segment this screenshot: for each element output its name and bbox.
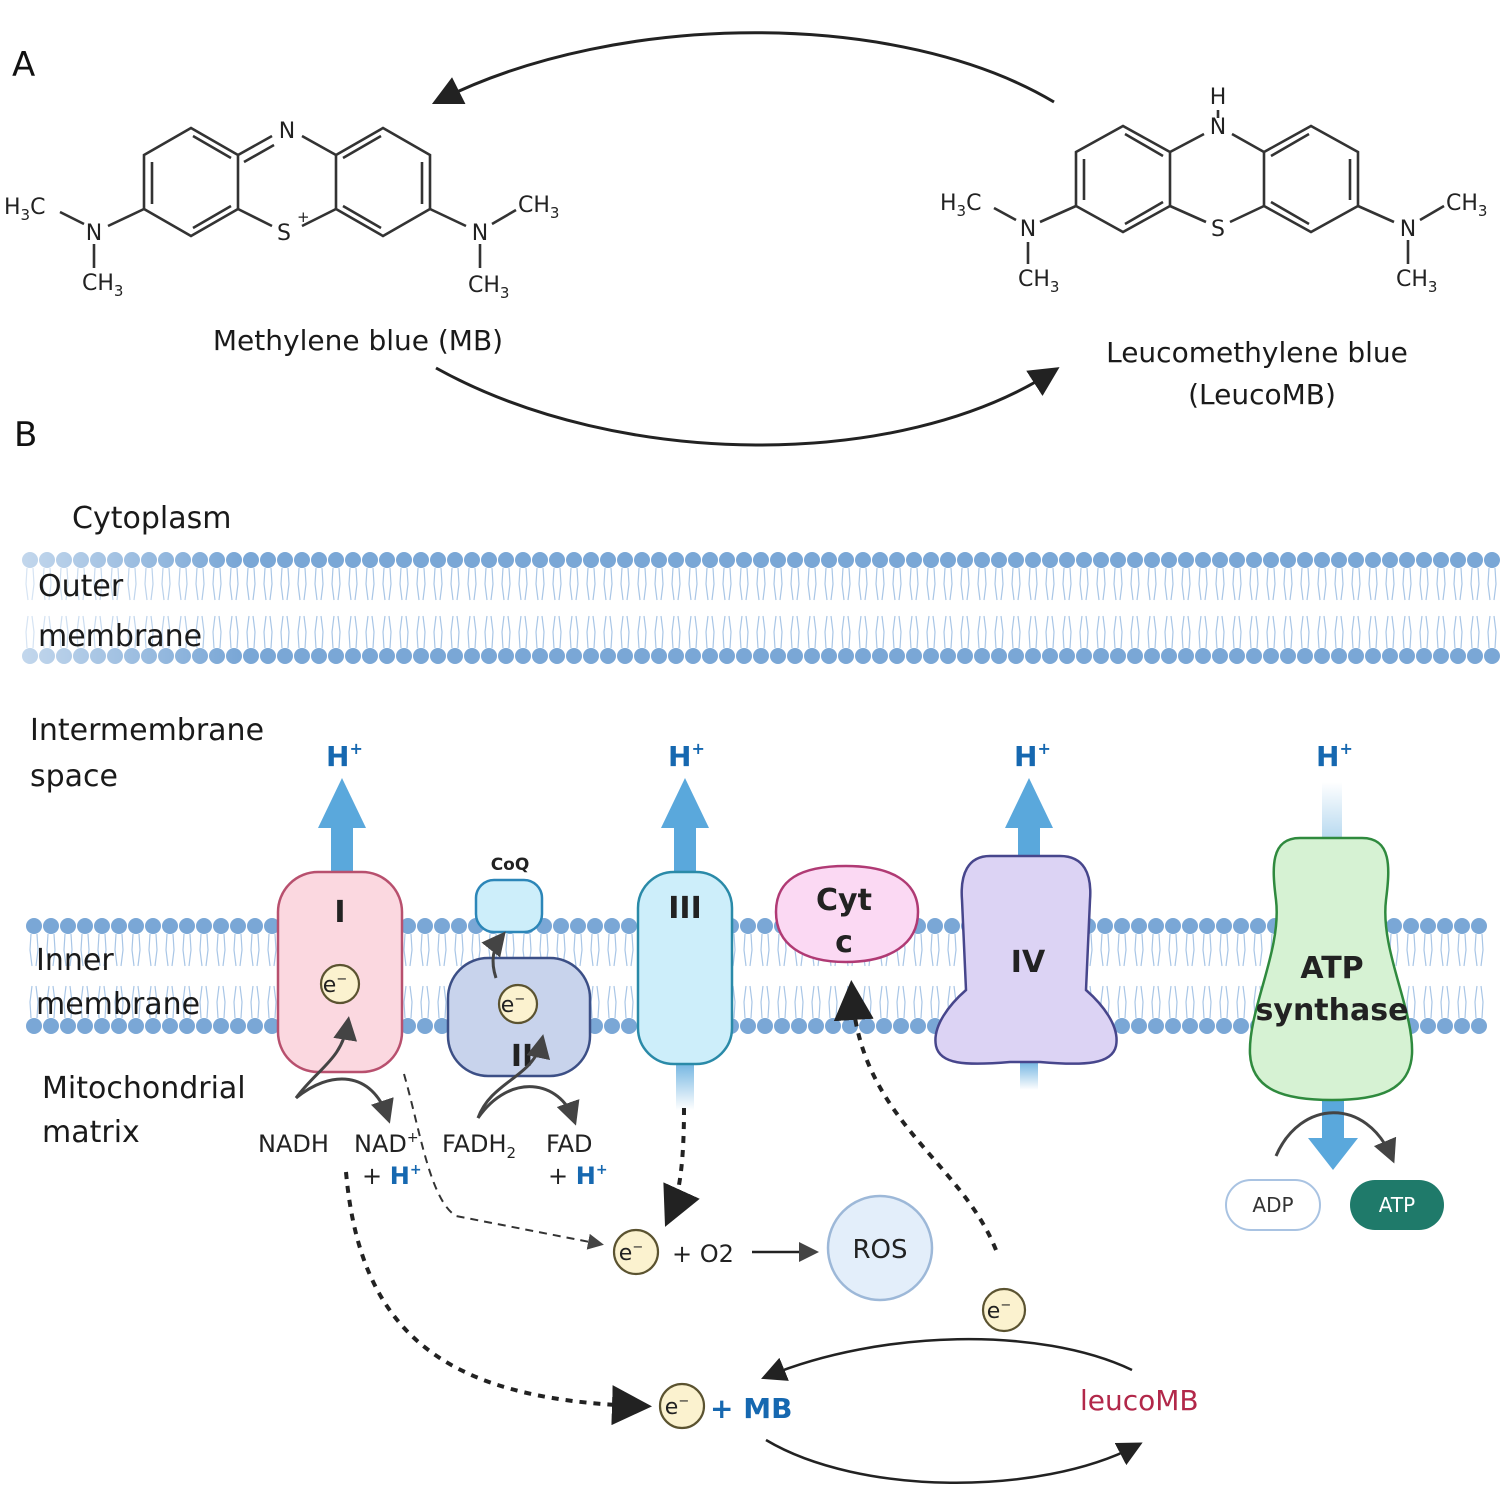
cytc-label-1: Cyt bbox=[816, 883, 872, 918]
nadh-label: NADH bbox=[258, 1130, 329, 1158]
complex-iv: IV bbox=[934, 854, 1118, 1065]
leucomethylene-blue-structure: N H S N N H3C CH3 CH3 CH3 bbox=[940, 85, 1487, 296]
svg-text:e−: e− bbox=[323, 972, 347, 998]
complex-iii: III bbox=[636, 870, 734, 1066]
fad-proton-label: + H+ bbox=[548, 1162, 608, 1190]
leucomb-to-cytc-arrow bbox=[833, 980, 998, 1251]
atp-synthase-label-1: ATP bbox=[1300, 951, 1363, 986]
nad-label: NAD+ bbox=[354, 1130, 419, 1158]
mb-to-leucomb-arrow bbox=[765, 1438, 1143, 1484]
nad-proton-label: + H+ bbox=[362, 1162, 422, 1190]
fad-label: FAD bbox=[546, 1130, 593, 1158]
leuco-right-methyl-bottom: CH3 bbox=[1396, 267, 1437, 296]
inner-membrane-label-1: Inner bbox=[36, 943, 114, 978]
coenzyme-q: CoQ bbox=[474, 855, 544, 934]
electron-complex-i: e− bbox=[319, 963, 361, 1005]
leuco-ring-sulfur: S bbox=[1211, 217, 1225, 242]
hplus-atp-synthase: H+ bbox=[1316, 739, 1353, 773]
mb-name: Methylene blue (MB) bbox=[213, 324, 503, 357]
outer-membrane-fade bbox=[0, 540, 240, 670]
oxidation-arrow bbox=[431, 31, 1055, 105]
electron-leucomb: e− bbox=[981, 1287, 1027, 1333]
complex-iii-label: III bbox=[668, 891, 702, 926]
cytochrome-c: Cyt c bbox=[774, 864, 920, 964]
leuco-ring-nitrogen: N bbox=[1210, 115, 1226, 140]
complex-iv-label: IV bbox=[1011, 945, 1046, 980]
svg-text:e−: e− bbox=[619, 1240, 643, 1266]
mb-right-methyl-bottom: CH3 bbox=[468, 273, 509, 302]
complex-i-label: I bbox=[334, 895, 345, 930]
outer-membrane-label-1: Outer bbox=[38, 569, 124, 604]
ros-bubble: ROS bbox=[826, 1194, 934, 1302]
svg-text:e−: e− bbox=[987, 1298, 1011, 1324]
leucomb-label: leucoMB bbox=[1080, 1384, 1199, 1417]
hplus-complex-i: H+ bbox=[326, 739, 363, 773]
leuco-name-line2: (LeucoMB) bbox=[1188, 378, 1336, 411]
panel-a-label: A bbox=[12, 45, 35, 85]
outer-membrane-label-2: membrane bbox=[38, 619, 202, 654]
cytoplasm-label: Cytoplasm bbox=[72, 501, 231, 536]
leucomb-to-mb-arrow bbox=[761, 1337, 1133, 1381]
mb-right-amine-n: N bbox=[472, 221, 488, 246]
mb-left-amine-n: N bbox=[86, 221, 102, 246]
complex-ii-label: II bbox=[511, 1039, 533, 1074]
fadh2-to-complex-ii-arrow bbox=[476, 1034, 551, 1119]
coq-label: CoQ bbox=[491, 855, 530, 875]
methylene-blue-structure: N S + N N H3C CH3 CH3 CH3 bbox=[4, 119, 559, 302]
complex-i-leak-arrow bbox=[403, 1073, 604, 1250]
proton-arrow-complex-i bbox=[318, 778, 366, 876]
leuco-nh-hydrogen: H bbox=[1210, 85, 1227, 110]
cytc-label-2: c bbox=[835, 925, 853, 960]
mb-ring-nitrogen: N bbox=[279, 119, 295, 144]
leuco-left-methyl-bottom: CH3 bbox=[1018, 267, 1059, 296]
atp-pill: ATP bbox=[1350, 1180, 1444, 1230]
electron-ros: e− bbox=[612, 1228, 660, 1276]
complex-ii-to-coq-arrow bbox=[481, 931, 506, 979]
matrix-label-1: Mitochondrial bbox=[42, 1071, 246, 1106]
atp-synthase: ATP synthase bbox=[1248, 836, 1414, 1102]
complex-ii-to-fad-arrow bbox=[476, 1085, 580, 1126]
fadh2-label: FADH2 bbox=[442, 1130, 516, 1162]
complex-iii-leak-arrow bbox=[663, 1107, 700, 1227]
complex-i-to-nad-arrow bbox=[295, 1077, 394, 1124]
leuco-left-methyl-top: H3C bbox=[940, 191, 981, 220]
leuco-right-methyl-top: CH3 bbox=[1446, 191, 1487, 220]
reduction-arrow bbox=[435, 366, 1060, 447]
leuco-name-line1: Leucomethylene blue bbox=[1106, 336, 1408, 369]
svg-text:ADP: ADP bbox=[1252, 1193, 1293, 1217]
leuco-left-amine-n: N bbox=[1020, 217, 1036, 242]
oxygen-label: + O2 bbox=[672, 1240, 734, 1268]
intermembrane-label-1: Intermembrane bbox=[30, 713, 264, 748]
matrix-label-2: matrix bbox=[42, 1115, 140, 1150]
electron-complex-ii: e− bbox=[497, 983, 539, 1025]
proton-arrow-atp-synthase bbox=[1308, 782, 1358, 1170]
mb-ring-sulfur: S bbox=[277, 221, 291, 246]
panel-b-label: B bbox=[14, 415, 37, 455]
svg-text:e−: e− bbox=[501, 992, 525, 1018]
mb-sulfur-charge: + bbox=[297, 208, 310, 226]
plus-mb-label: + MB bbox=[710, 1392, 792, 1425]
atp-synthase-label-2: synthase bbox=[1256, 993, 1409, 1028]
mb-left-methyl-bottom: CH3 bbox=[82, 271, 123, 300]
adp-to-atp-arrow bbox=[1274, 1111, 1397, 1164]
mb-left-methyl-top: H3C bbox=[4, 195, 45, 224]
hplus-complex-iii: H+ bbox=[668, 739, 705, 773]
svg-text:ROS: ROS bbox=[852, 1235, 907, 1265]
svg-text:e−: e− bbox=[665, 1394, 689, 1420]
nadh-to-mb-arrow bbox=[344, 1171, 652, 1426]
intermembrane-label-2: space bbox=[30, 759, 118, 794]
outer-membrane-bilayer bbox=[22, 552, 1500, 664]
inner-membrane-label-2: membrane bbox=[36, 987, 200, 1022]
hplus-complex-iv: H+ bbox=[1014, 739, 1051, 773]
leuco-right-amine-n: N bbox=[1400, 217, 1416, 242]
svg-text:ATP: ATP bbox=[1379, 1193, 1415, 1217]
proton-arrow-complex-iii bbox=[661, 778, 709, 1110]
mb-right-methyl-top: CH3 bbox=[518, 193, 559, 222]
nadh-to-complex-i-arrow bbox=[294, 1016, 358, 1099]
electron-mb: e− bbox=[658, 1382, 706, 1430]
adp-pill: ADP bbox=[1225, 1179, 1321, 1231]
